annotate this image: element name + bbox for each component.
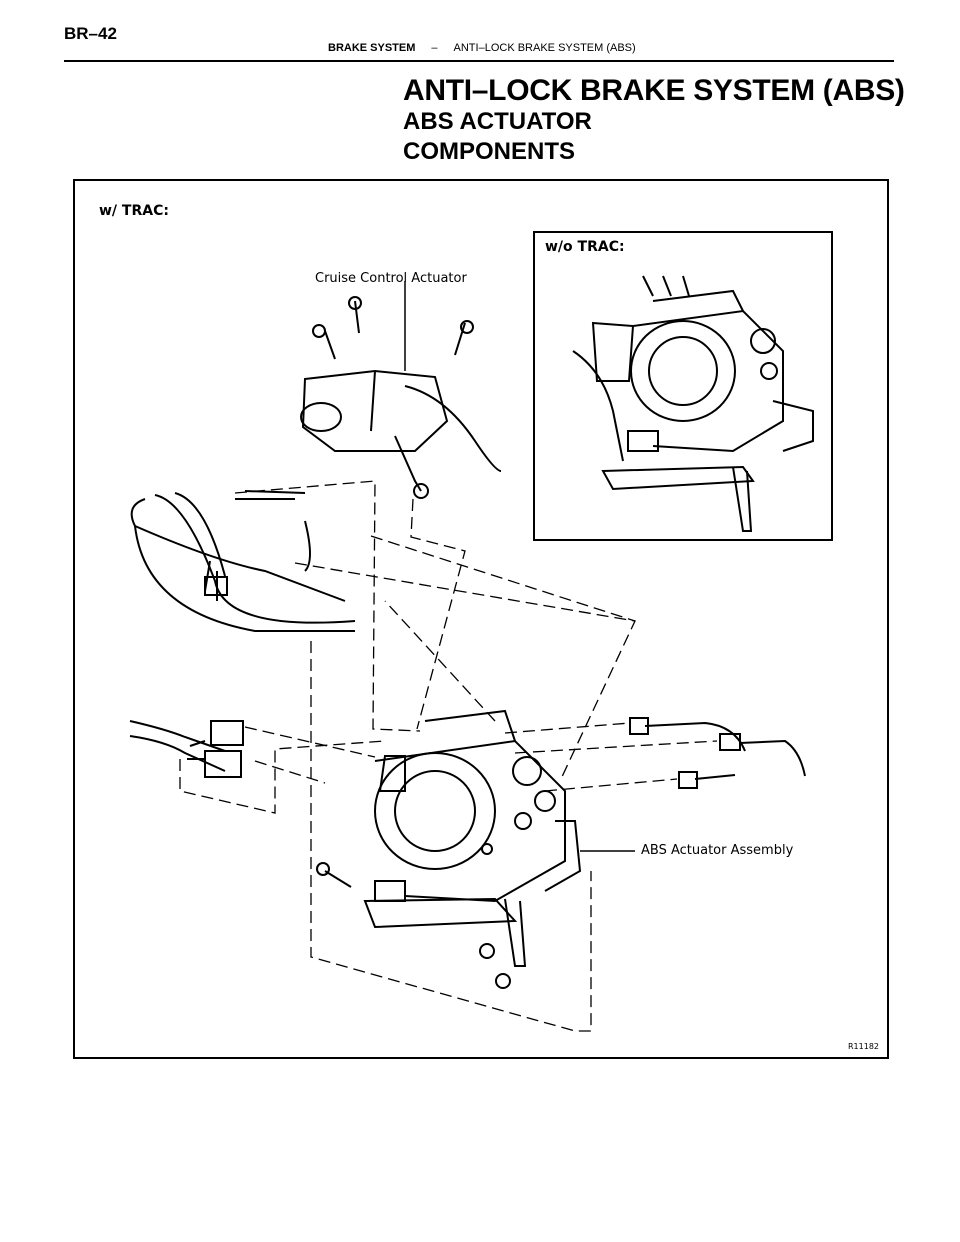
- figure-code: R11182: [847, 1042, 879, 1051]
- header-subsection: ANTI–LOCK BRAKE SYSTEM (ABS): [453, 42, 636, 54]
- running-header: BRAKE SYSTEM – ANTI–LOCK BRAKE SYSTEM (ABS…: [328, 42, 636, 54]
- diagram-drawing: [129, 275, 814, 1032]
- section-title: ABS ACTUATOR: [403, 108, 592, 135]
- header-separator: –: [431, 42, 438, 54]
- pipe-fittings-drawing: [629, 717, 806, 789]
- inset-without-trac: [533, 231, 833, 541]
- brake-pipes-drawing: [130, 490, 356, 632]
- header-section: BRAKE SYSTEM: [328, 42, 416, 54]
- wiring-connectors-drawing: [129, 720, 244, 778]
- component-diagram: w/ TRAC: w/o TRAC: Cruise Control Actuat…: [73, 179, 889, 1059]
- page-number: BR–42: [64, 24, 117, 43]
- abs-actuator-drawing: [316, 709, 582, 989]
- label-without-trac: w/o TRAC:: [545, 239, 625, 255]
- subsection-title: COMPONENTS: [403, 138, 576, 165]
- label-with-trac: w/ TRAC:: [99, 203, 169, 219]
- cruise-control-actuator-drawing: [300, 296, 502, 499]
- callout-cruise-control-actuator: Cruise Control Actuator: [315, 271, 467, 286]
- header-rule: [64, 60, 894, 62]
- page-title: ANTI–LOCK BRAKE SYSTEM (ABS): [403, 74, 905, 107]
- callout-abs-actuator-assembly: ABS Actuator Assembly: [641, 843, 794, 858]
